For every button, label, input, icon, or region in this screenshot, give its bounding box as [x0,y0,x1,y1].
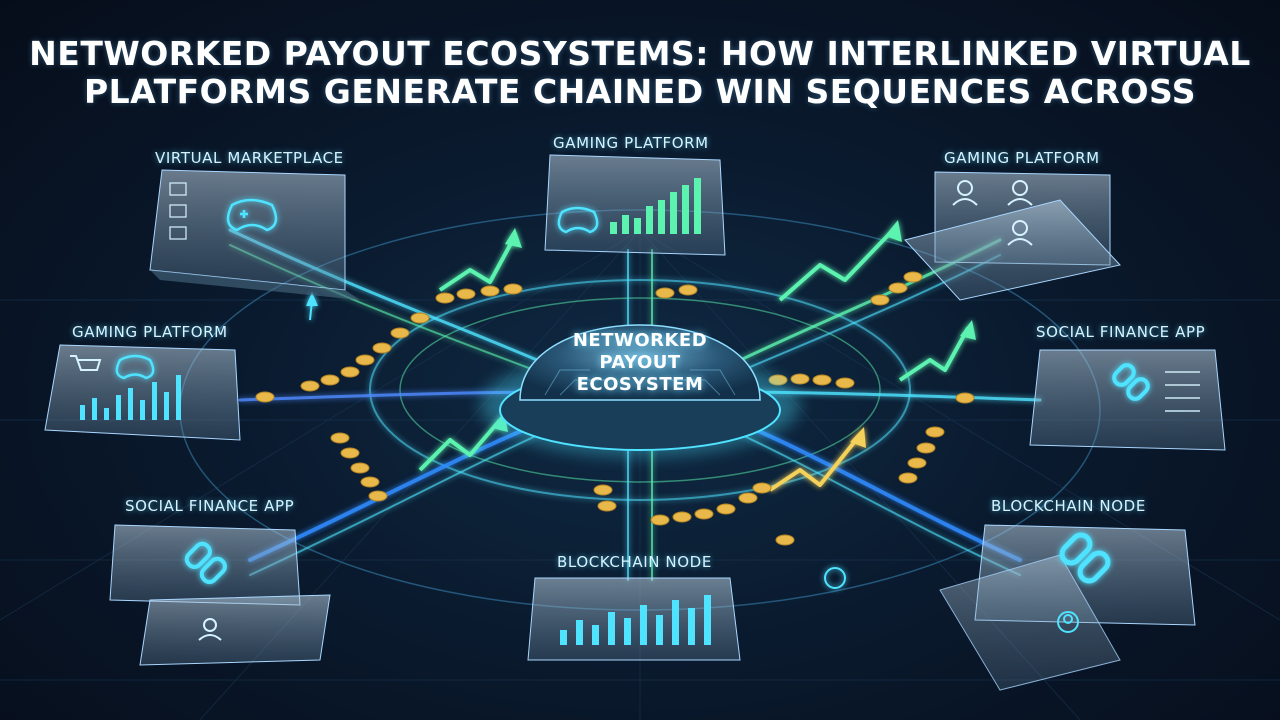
node-label-virtual-marketplace: VIRTUAL MARKETPLACE [155,149,344,167]
hub-label-line-3: ECOSYSTEM [576,374,704,395]
bar-chart-icon [80,375,181,420]
node-label-gaming-platform-left: GAMING PLATFORM [72,323,228,341]
cart-icon [70,355,102,371]
panel-social-finance-app-right [1029,349,1226,451]
page-title-line-2: PLATFORMS GENERATE CHAINED WIN SEQUENCES… [83,72,1197,111]
user-icon [952,180,1033,246]
panel-gaming-platform-left [44,344,241,441]
gamepad-icon [226,198,278,232]
node-label-gaming-platform-top: GAMING PLATFORM [553,134,709,152]
user-icon [1057,611,1079,633]
panel-blockchain-node-right [939,524,1196,691]
hub-label: NETWORKED PAYOUT ECOSYSTEM [520,330,760,396]
central-hub [480,324,800,457]
chain-link-icon [1112,363,1150,401]
node-label-gaming-platform-right: GAMING PLATFORM [944,149,1100,167]
panel-gaming-platform-right [904,171,1121,301]
chain-link-icon [184,541,227,584]
chain-link-icon [1059,532,1111,584]
gamepad-icon [557,206,599,234]
gamepad-icon [115,354,155,380]
node-label-social-finance-app-left: SOCIAL FINANCE APP [125,497,295,515]
bar-chart-icon [560,595,711,645]
node-label-blockchain-node-bottom: BLOCKCHAIN NODE [557,553,712,571]
panel-social-finance-app-left [109,524,331,666]
node-label-social-finance-app-right: SOCIAL FINANCE APP [1036,323,1206,341]
sync-icon [824,567,846,589]
hub-label-line-2: PAYOUT [599,352,681,373]
bar-chart-icon [610,178,701,234]
panel-gaming-platform-top [544,154,726,256]
coin-trails [255,271,975,546]
page-title-line-1: NETWORKED PAYOUT ECOSYSTEMS: HOW INTERLI… [29,34,1251,73]
node-label-blockchain-node-right: BLOCKCHAIN NODE [991,497,1146,515]
panel-blockchain-node-bottom [527,577,741,661]
panel-virtual-marketplace [149,169,360,300]
hub-label-line-1: NETWORKED [572,330,708,351]
user-icon [198,618,222,641]
